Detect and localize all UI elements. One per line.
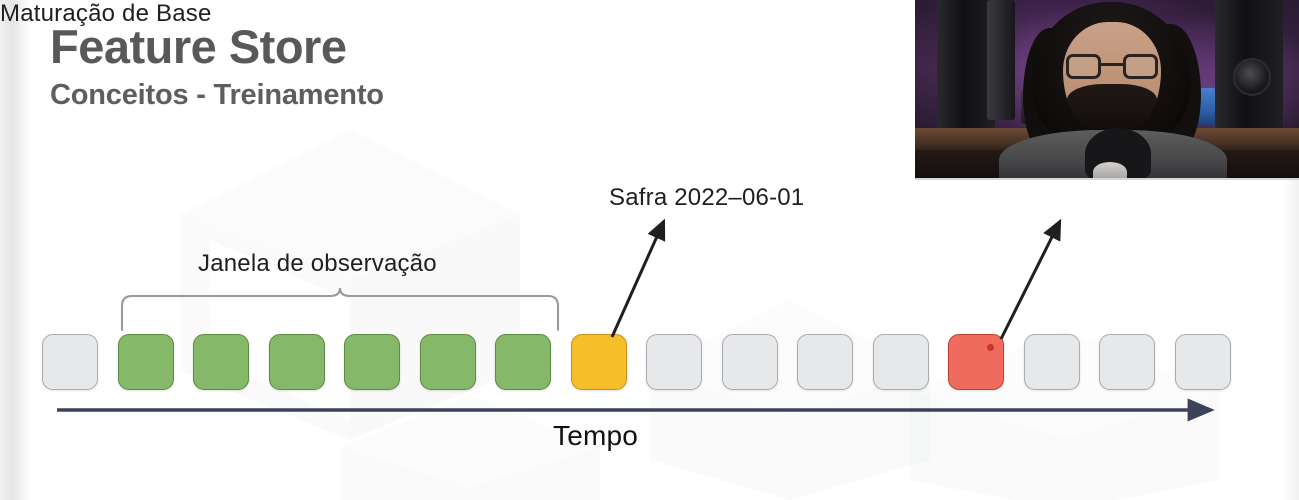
studio-speaker-left-inner-icon: [987, 0, 1015, 120]
slide-left-edge: [0, 0, 30, 500]
timeline-cell-4: [344, 334, 400, 390]
observation-window-label: Janela de observação: [198, 250, 437, 277]
timeline-cells: [42, 334, 1257, 392]
timeline-cell-3: [268, 334, 325, 390]
slide-right-edge: [1283, 180, 1299, 500]
maturation-label: Maturação de Base: [0, 0, 212, 27]
title-block: Feature Store Conceitos - Treinamento: [50, 22, 384, 112]
timeline-cell-9: [721, 334, 778, 390]
timeline-cell-10: [797, 334, 853, 390]
timeline-cell-0: [42, 334, 98, 390]
timeline-cell-5: [419, 334, 476, 390]
timeline-cell-13: [1023, 334, 1080, 390]
timeline-cell-2: [193, 334, 249, 390]
timeline-cell-11: [872, 334, 929, 390]
page-title: Feature Store: [50, 20, 347, 73]
timeline-cell-8: [646, 334, 702, 390]
microphone-icon: [1093, 162, 1127, 178]
glasses-lens-right: [1123, 54, 1158, 79]
glasses-bridge: [1101, 63, 1123, 66]
timeline-cell-6: [495, 334, 551, 390]
timeline-cell-14: [1099, 334, 1155, 390]
glasses-lens-left: [1066, 54, 1101, 79]
speaker-cone-icon: [1233, 58, 1271, 96]
timeline-cell-12: [948, 334, 1004, 390]
page-subtitle: Conceitos - Treinamento: [50, 79, 384, 112]
studio-speaker-left-icon: [937, 0, 995, 128]
presenter-video-overlay[interactable]: [915, 0, 1299, 180]
time-axis-label: Tempo: [553, 420, 639, 451]
glasses-icon: [1065, 54, 1159, 79]
maturation-marker-dot: [987, 344, 994, 351]
timeline-cell-1: [117, 334, 174, 390]
timeline-cell-15: [1174, 334, 1231, 390]
safra-label: Safra 2022–06-01: [609, 184, 805, 211]
timeline-cell-7: [570, 334, 627, 390]
